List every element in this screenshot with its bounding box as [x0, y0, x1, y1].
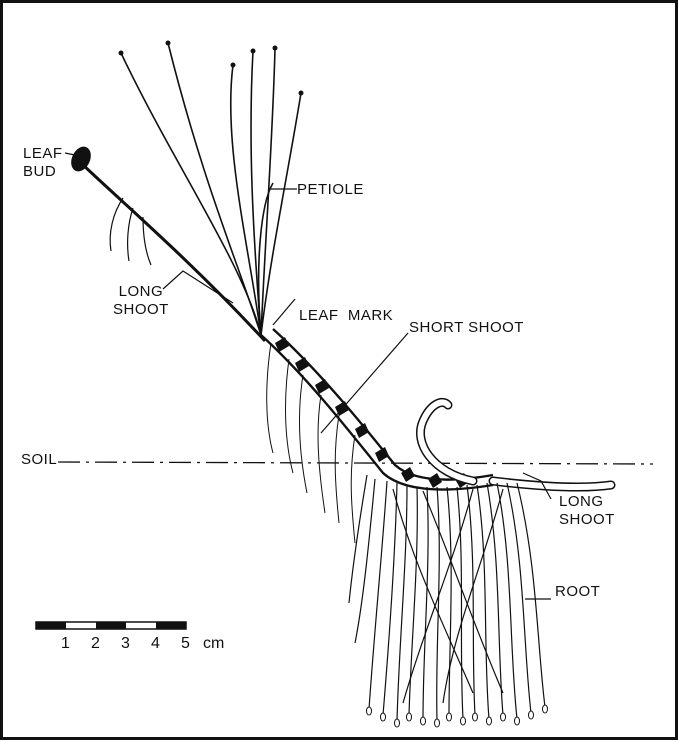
soil-label: SOIL [21, 451, 57, 469]
long-shoot-lower-line1: LONG [559, 493, 615, 511]
scale-tick-1: 1 [61, 635, 70, 653]
root-label: ROOT [555, 583, 600, 601]
leaf-bud-label-line2: BUD [23, 163, 63, 181]
long-shoot-lower-line2: SHOOT [559, 511, 615, 529]
long-shoot-upper-line1: LONG [113, 283, 169, 301]
short-shoot-stem [261, 329, 493, 489]
leaf-bud-shape [67, 143, 94, 174]
leaf-bud-label-line1: LEAF [23, 145, 63, 163]
lower-long-shoot [420, 402, 611, 487]
root-tips [367, 705, 548, 727]
root-mass [349, 475, 545, 721]
long-shoot-upper-label: LONG SHOOT [113, 283, 169, 319]
short-shoot-label: SHORT SHOOT [409, 319, 524, 337]
long-shoot-upper-line2: SHOOT [113, 301, 169, 319]
scale-tick-3: 3 [121, 635, 130, 653]
scale-tick-5: 5 [181, 635, 190, 653]
leaf-mark-label: LEAF MARK [299, 307, 393, 325]
leaf-bud-label: LEAF BUD [23, 145, 63, 181]
petiole-label: PETIOLE [297, 181, 364, 199]
scale-tick-4: 4 [151, 635, 160, 653]
short-shoot-hairs [267, 343, 355, 543]
soil-line [58, 462, 653, 464]
long-shoot-lower-label: LONG SHOOT [559, 493, 615, 529]
petiole-tips [119, 41, 304, 96]
scale-tick-2: 2 [91, 635, 100, 653]
plant-drawing [3, 3, 675, 737]
scale-unit: cm [203, 635, 224, 653]
leader-lines [65, 153, 551, 599]
scale-bar [36, 622, 186, 629]
